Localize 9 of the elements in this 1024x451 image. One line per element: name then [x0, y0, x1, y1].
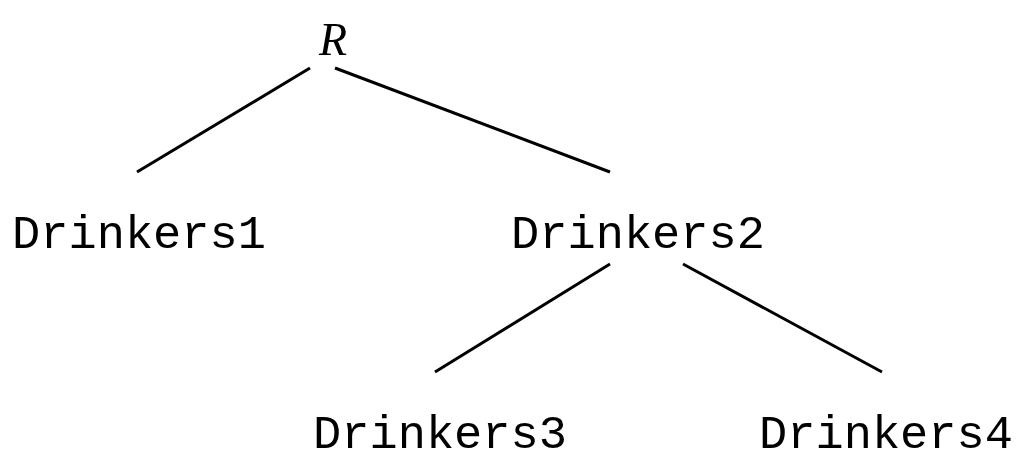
node-label: Drinkers4	[759, 409, 1013, 451]
node-label: Drinkers2	[511, 209, 765, 262]
tree-edge	[334, 66, 611, 174]
node-label: Drinkers3	[313, 409, 567, 451]
node-label: R	[318, 14, 348, 65]
tree-edge	[136, 66, 311, 174]
node-label: Drinkers1	[12, 209, 266, 262]
tree-edge	[434, 262, 611, 374]
tree-edge	[682, 262, 883, 374]
